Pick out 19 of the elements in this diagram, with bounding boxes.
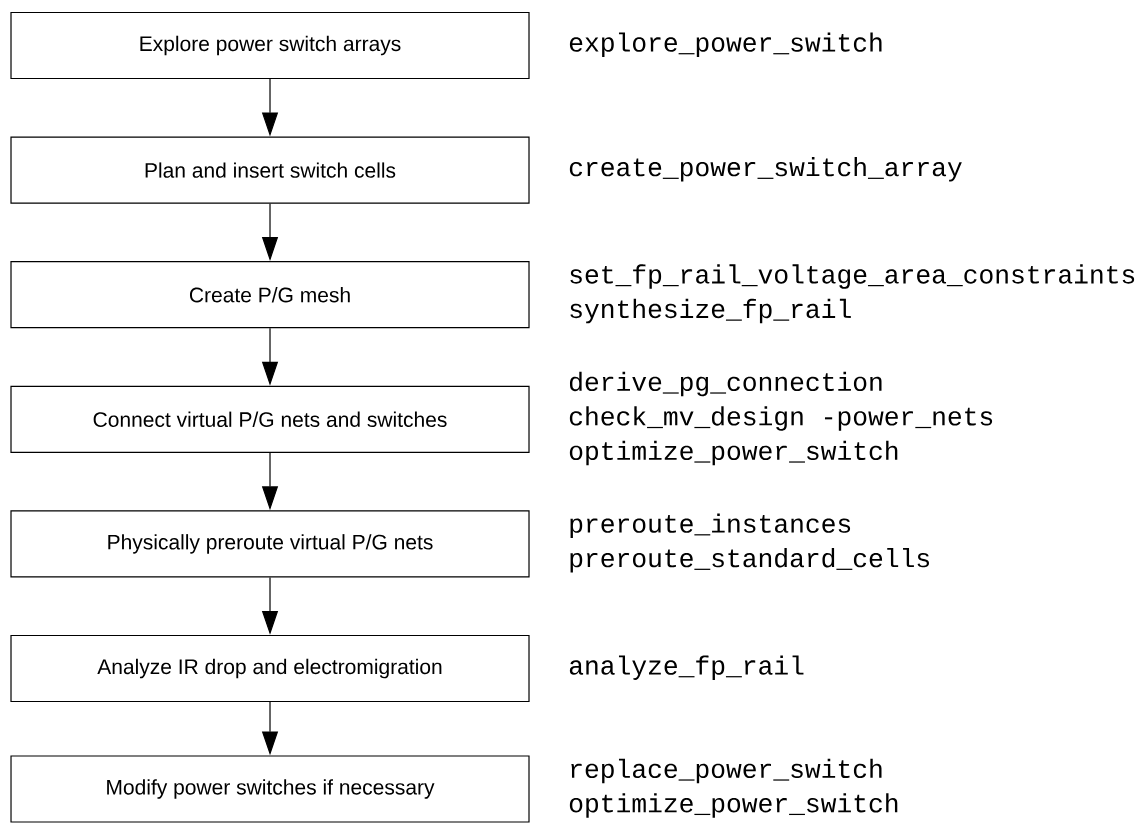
- process-box: Create P/G mesh: [10, 261, 530, 329]
- process-box: Modify power switches if necessary: [10, 755, 530, 823]
- process-box: Plan and insert switch cells: [10, 136, 530, 204]
- command-text: analyze_fp_rail: [569, 655, 804, 680]
- command-text: optimize_power_switch: [569, 793, 898, 818]
- process-box: Physically preroute virtual P/G nets: [10, 510, 530, 578]
- command-text: optimize_power_switch: [569, 440, 898, 466]
- command-text: explore_power_switch: [569, 32, 882, 57]
- command-text: preroute_instances: [570, 513, 851, 539]
- command-text: set_fp_rail_voltage_area_constraints: [570, 264, 1135, 289]
- command-text: create_power_switch_array: [569, 157, 962, 182]
- process-box: Connect virtual P/G nets and switches: [10, 385, 530, 453]
- command-text: derive_pg_connection: [570, 371, 882, 397]
- command-text: replace_power_switch: [571, 758, 882, 784]
- command-text: preroute_standard_cells: [570, 548, 929, 573]
- command-text: synthesize_fp_rail: [570, 298, 851, 324]
- process-box: Analyze IR drop and electromigration: [10, 634, 530, 703]
- command-text: check_mv_design -power_nets: [569, 406, 993, 431]
- process-box: Explore power switch arrays: [10, 11, 530, 80]
